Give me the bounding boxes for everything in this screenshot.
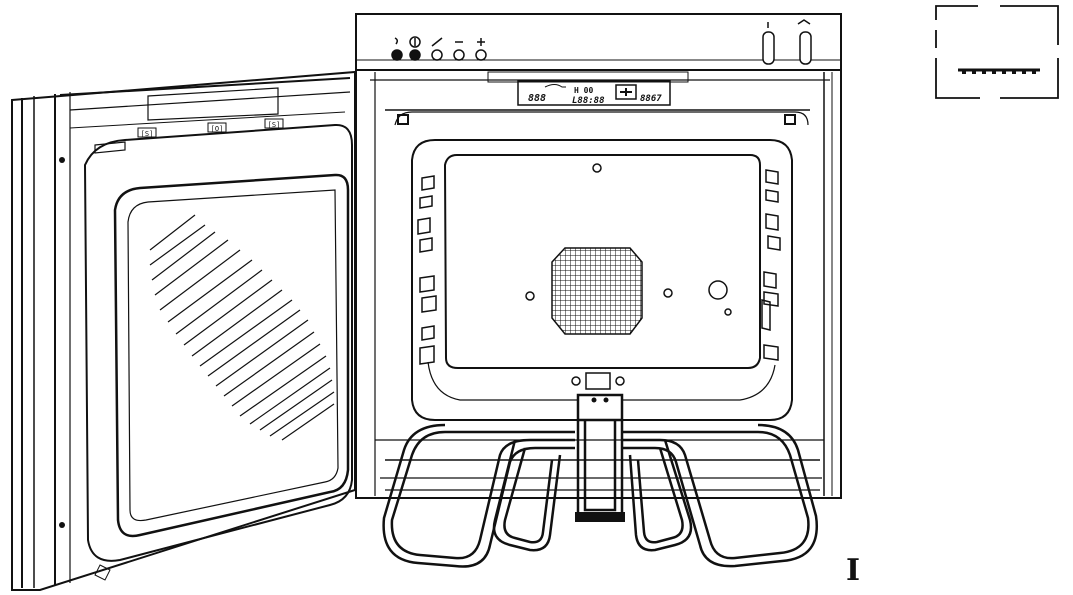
door-mark-1: [S] — [141, 130, 154, 138]
oven-display: 888 H 00 L88:88 8867 — [517, 80, 671, 106]
rack-position-icon — [419, 195, 433, 209]
rack-position-icon — [765, 213, 779, 231]
control-buttons — [391, 19, 812, 65]
rack-position-icon — [419, 275, 435, 293]
inset-detail — [935, 5, 1059, 99]
heating-element-socket — [575, 397, 625, 522]
rack-position-icon — [765, 169, 779, 185]
door-marks: [S] [O] [S] — [137, 118, 284, 138]
display-right: 8867 — [640, 94, 662, 104]
rack-position-icon — [419, 345, 435, 365]
knob-icon — [391, 37, 403, 61]
rack-position-icon — [417, 217, 431, 235]
door-glass-reflection — [149, 214, 335, 441]
rack-position-icon — [763, 344, 779, 361]
knob-icon — [431, 37, 443, 61]
rack-position-icon — [419, 237, 433, 253]
rack-positions-left — [417, 175, 437, 365]
heating-element-icon — [382, 393, 819, 568]
selector-knob-left — [762, 31, 775, 65]
rack-position-icon — [421, 325, 435, 341]
door-mark-3: [S] — [268, 121, 281, 129]
knob-icon — [409, 36, 421, 61]
display-time: L88:88 — [572, 96, 605, 106]
rack-position-icon — [767, 235, 781, 251]
plus-icon — [475, 38, 487, 61]
selector-knob-right — [799, 31, 812, 65]
inset-element-teeth — [962, 70, 1036, 74]
oven-door — [11, 67, 376, 591]
display-left: 888 — [528, 93, 546, 104]
rack-position-icon — [765, 189, 779, 203]
fan-grid-icon — [551, 247, 643, 335]
cavity-holes — [525, 163, 732, 390]
rack-position-icon — [761, 299, 771, 331]
rack-position-icon — [421, 295, 437, 313]
minus-icon — [453, 41, 465, 61]
figure-label: I — [846, 553, 860, 588]
rack-positions-right — [761, 169, 781, 361]
door-mark-2: [O] — [211, 125, 224, 133]
display-mid: H 00 — [574, 86, 593, 95]
rack-position-icon — [421, 175, 435, 191]
rack-position-icon — [763, 271, 777, 289]
